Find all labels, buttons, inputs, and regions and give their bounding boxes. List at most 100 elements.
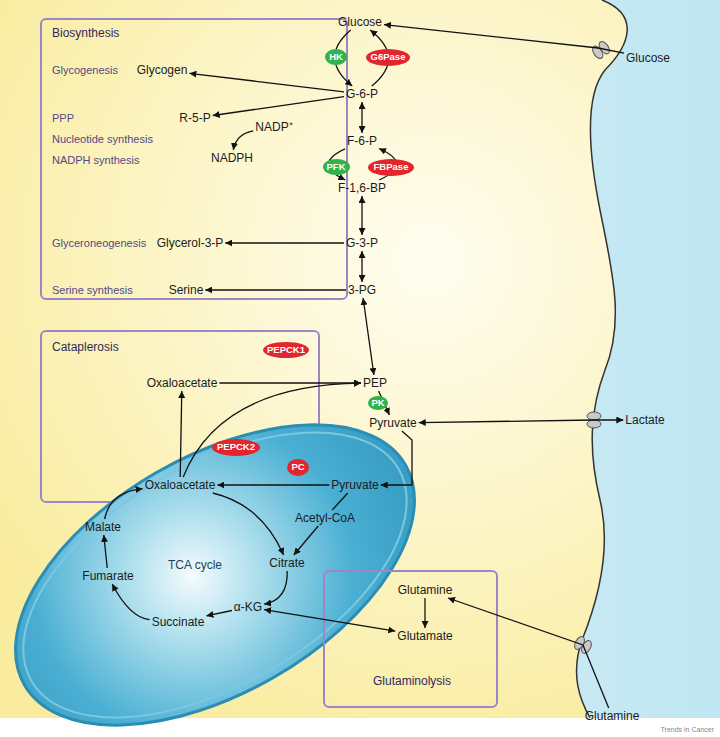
metabolite-label: 3-PG xyxy=(348,283,376,297)
metabolite-text: Malate xyxy=(85,520,121,534)
metabolite-text: F-1,6-BP xyxy=(338,181,386,195)
reaction-arrow xyxy=(384,25,624,54)
reaction-arrow xyxy=(370,30,388,86)
enzyme-name: PK xyxy=(371,398,384,408)
metabolite-text: Glutamine xyxy=(585,709,640,723)
metabolite-label: Pyruvate xyxy=(369,416,416,430)
metabolite-label: F-6-P xyxy=(347,134,377,148)
metabolite-label: Acetyl-CoA xyxy=(295,511,355,525)
pathway-name: Nucleotide synthesis xyxy=(52,133,153,146)
metabolite-text: Serine xyxy=(169,283,204,297)
reaction-arrow xyxy=(213,97,344,116)
metabolite-text: G-6-P xyxy=(346,87,378,101)
metabolite-text: Glucose xyxy=(338,15,382,29)
reaction-arrow xyxy=(233,131,253,150)
metabolite-label: NADPH xyxy=(211,151,253,165)
metabolite-text: Glutamine xyxy=(398,583,453,597)
reaction-arrow xyxy=(219,382,361,383)
pathway-name: Serine synthesis xyxy=(52,284,133,297)
metabolite-label: Oxaloacetate xyxy=(147,376,218,390)
cycle-label: TCA cycle xyxy=(168,558,222,572)
metabolite-label: Citrate xyxy=(269,556,304,570)
group-heading: Biosynthesis xyxy=(52,27,119,40)
reaction-arrow xyxy=(329,149,346,180)
metabolite-text: Oxaloacetate xyxy=(147,376,218,390)
enzyme-oval: G6Pase xyxy=(366,49,410,66)
reaction-arrow xyxy=(264,610,395,632)
metabolite-label: R-5-P xyxy=(179,111,210,125)
reaction-arrow xyxy=(180,391,182,477)
reaction-arrow xyxy=(217,484,329,485)
reaction-arrow xyxy=(225,242,344,243)
metabolite-text: G-3-P xyxy=(346,236,378,250)
reaction-arrow xyxy=(206,611,232,616)
pathway-group-box: BiosynthesisGlycogenesisPPP Nucleotide sy… xyxy=(40,18,348,300)
metabolite-text: Pyruvate xyxy=(369,416,416,430)
metabolite-text: Citrate xyxy=(269,556,304,570)
metabolite-label: Malate xyxy=(85,520,121,534)
metabolite-text: NADP⁺ xyxy=(255,120,292,134)
reaction-arrow xyxy=(419,420,624,423)
enzyme-name: PEPCK2 xyxy=(217,442,255,452)
reaction-arrow xyxy=(363,298,374,375)
metabolite-label: Glycogen xyxy=(137,63,188,77)
metabolite-text: Glucose xyxy=(626,51,670,65)
reaction-arrow xyxy=(424,598,425,628)
metabolite-label: Pyruvate xyxy=(331,478,378,492)
metabolite-text: Glutamate xyxy=(397,629,452,643)
pathway-name: Glycogenesis xyxy=(52,64,118,77)
metabolite-label: Oxaloacetate xyxy=(145,478,216,492)
reaction-arrow xyxy=(189,73,344,92)
enzyme-name: PC xyxy=(291,462,304,472)
reaction-arrow xyxy=(105,489,143,519)
metabolite-label: PEP xyxy=(363,376,387,390)
metabolite-text: Lactate xyxy=(625,413,664,427)
outer-membrane xyxy=(0,363,465,737)
metabolite-label: Glucose xyxy=(626,51,670,65)
enzyme-oval: FBPase xyxy=(368,159,414,176)
pathway-group-box: Glutaminolysis GlutamineGlutamate xyxy=(323,570,498,708)
enzyme-name: PEPCK1 xyxy=(267,345,305,355)
pathway-name: Glyceroneogenesis xyxy=(52,237,146,250)
reaction-arrow xyxy=(264,571,287,604)
enzyme-oval: PC xyxy=(287,459,309,476)
reaction-arrow xyxy=(361,102,362,133)
metabolite-text: α-KG xyxy=(234,600,262,614)
metabolite-text: Pyruvate xyxy=(331,478,378,492)
reaction-arrow xyxy=(379,391,390,415)
metabolite-label: G-3-P xyxy=(346,236,378,250)
metabolite-text: Glycerol-3-P xyxy=(157,236,224,250)
group-heading: Cataplerosis xyxy=(52,341,119,354)
mitochondrion: TCA cycle PC Oxaloacetate PyruvateAcetyl-Co… xyxy=(10,415,430,730)
reaction-arrow xyxy=(205,289,346,290)
reaction-arrow xyxy=(104,535,107,568)
metabolite-label: Glucose xyxy=(338,15,382,29)
pathway-name: PPP xyxy=(52,112,74,125)
metabolite-label: F-1,6-BP xyxy=(338,181,386,195)
enzyme-oval: PK xyxy=(368,396,388,410)
metabolite-label: Glutamate xyxy=(397,629,452,643)
reaction-arrow xyxy=(379,149,397,181)
metabolite-text: Succinate xyxy=(152,615,205,629)
metabolite-text: R-5-P xyxy=(179,111,210,125)
transporter-symbol xyxy=(590,40,611,61)
transporter-symbol xyxy=(587,412,601,428)
reaction-arrow xyxy=(335,30,352,86)
enzyme-oval: PFK xyxy=(323,159,350,175)
enzyme-name: G6Pase xyxy=(371,52,406,62)
metabolite-label: Serine xyxy=(169,283,204,297)
inner-membrane xyxy=(0,374,454,737)
metabolite-text: 3-PG xyxy=(348,283,376,297)
reaction-arrow xyxy=(361,251,362,282)
reaction-arrow xyxy=(381,431,412,485)
enzyme-oval: HK xyxy=(325,49,347,65)
enzyme-oval: PEPCK1 xyxy=(263,342,309,358)
metabolite-text: F-6-P xyxy=(347,134,377,148)
metabolite-text: Acetyl-CoA xyxy=(295,511,355,525)
group-heading: Glutaminolysis xyxy=(373,675,451,688)
metabolite-label: Glutamine xyxy=(585,709,640,723)
metabolite-label: Glycerol-3-P xyxy=(157,236,224,250)
enzyme-name: FBPase xyxy=(374,162,409,172)
